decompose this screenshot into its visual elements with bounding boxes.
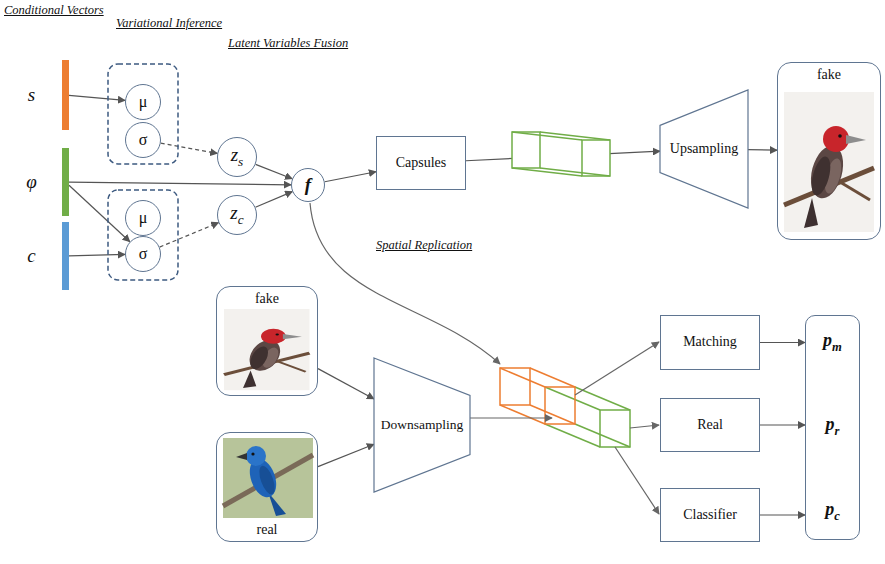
node-label: pr — [826, 414, 840, 438]
arrow-connector — [160, 223, 219, 247]
condition-bar: φ — [62, 148, 69, 216]
image-box: real — [216, 432, 318, 542]
sigma-node: σ — [125, 236, 161, 272]
head-box: Matching — [660, 315, 760, 370]
arrow-connector — [760, 424, 805, 425]
node-label: Real — [697, 417, 723, 433]
bird-illustration — [784, 92, 874, 232]
arrow-connector — [69, 185, 130, 241]
arrow-connector — [161, 143, 218, 153]
node-label: Matching — [683, 334, 737, 350]
bird-illustration — [224, 309, 310, 390]
arrow-connector — [255, 192, 292, 208]
section-label: Latent Variables Fusion — [228, 36, 348, 50]
node-label: pm — [823, 330, 842, 354]
fusion-node: f — [291, 168, 325, 202]
arrow-connector — [318, 444, 374, 466]
arrow-connector — [325, 172, 376, 182]
node-label: zs — [231, 144, 244, 169]
node-label: μ — [139, 209, 148, 227]
arrow-connector — [748, 149, 777, 151]
node-label: σ — [139, 245, 148, 263]
latent-node: zc — [217, 195, 257, 235]
image-box: fake — [216, 286, 318, 396]
node-label: real — [257, 522, 278, 538]
section-label: Conditional Vectors — [4, 3, 104, 17]
node-label: σ — [139, 131, 148, 149]
bird-photo — [223, 438, 313, 518]
dashed-group — [108, 64, 178, 280]
arrow-connector — [69, 182, 291, 185]
head-box: Real — [660, 398, 760, 452]
condition-bar: c — [62, 222, 69, 290]
downsampling-block: Downsampling — [374, 358, 470, 492]
arrow-connector — [69, 95, 125, 100]
section-label: Spatial Replication — [376, 238, 472, 252]
arrow-connector — [256, 164, 293, 178]
latent-node: zs — [217, 137, 257, 177]
flow-line — [310, 203, 659, 514]
node-label: c — [27, 245, 35, 267]
node-label: Downsampling — [381, 417, 464, 433]
node-label: Classifier — [683, 507, 737, 523]
process-box: Capsules — [376, 136, 466, 190]
arrow-connector — [318, 369, 374, 399]
condition-bar: s — [62, 60, 69, 130]
node-label: φ — [26, 171, 37, 193]
section-label: Variational Inference — [116, 16, 222, 30]
mean-node: μ — [125, 84, 161, 120]
node-label: zc — [230, 202, 243, 227]
arrow-connector — [760, 342, 805, 343]
node-label: fake — [817, 67, 841, 83]
node-label: Upsampling — [670, 141, 738, 157]
node-label: Capsules — [396, 155, 447, 171]
feature-cuboid — [512, 132, 610, 176]
upsampling-block: Upsampling — [660, 90, 748, 208]
node-label: fake — [255, 291, 279, 307]
arrow-connector — [760, 514, 805, 515]
replicated-cuboid — [500, 368, 630, 447]
image-box: fake — [777, 62, 881, 240]
mean-node: μ — [125, 200, 161, 236]
node-label: μ — [139, 93, 148, 111]
sigma-node: σ — [125, 122, 161, 158]
node-label: s — [28, 84, 35, 106]
node-label: f — [305, 174, 311, 196]
node-label: pc — [825, 499, 840, 523]
arrow-connector — [69, 254, 125, 255]
head-box: Classifier — [660, 488, 760, 542]
output-box: pm pr pc — [805, 315, 860, 540]
